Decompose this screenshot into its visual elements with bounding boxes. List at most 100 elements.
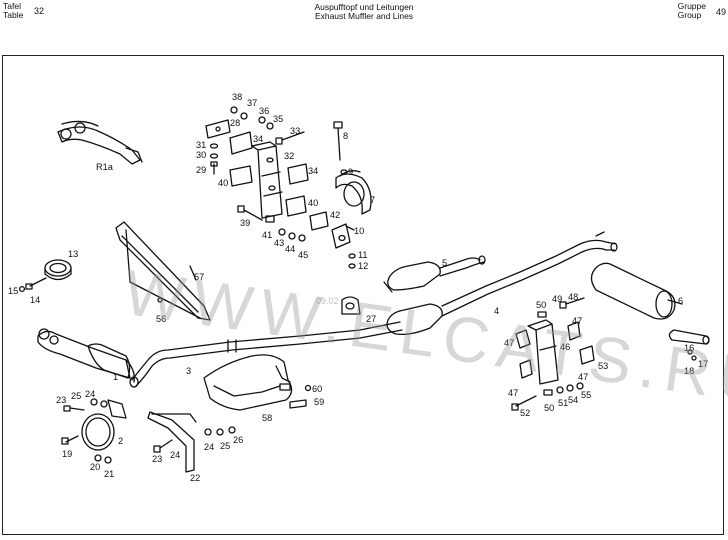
bolt-57 [189,265,197,281]
label-3: 3 [186,366,191,376]
bracket-22 [147,411,236,473]
label-23a: 23 [56,395,66,405]
label-47c: 47 [578,372,588,382]
label-10: 10 [354,226,364,236]
label-11: 11 [358,250,368,260]
label-25a: 25 [71,391,81,401]
clamp-2 [61,398,127,464]
label-8: 8 [343,131,348,141]
label-43: 43 [274,238,284,248]
title-german: Auspufftopf und Leitungen [314,2,414,12]
washers-29-31 [209,143,219,175]
gasket-ring-13 [44,259,72,281]
label-20: 20 [90,462,100,472]
label-50b: 50 [544,403,554,413]
label-24c: 24 [204,442,214,452]
label-21: 21 [104,469,114,479]
label-18: 18 [684,366,694,376]
front-pipe-1 [37,328,135,383]
muffler-pipe-4 [386,231,618,336]
label-28: 28 [230,118,240,128]
bolt-14 [18,277,47,293]
bracket-46 [515,319,595,385]
label-r1a: R1a [96,162,114,172]
label-60: 60 [312,384,322,394]
label-26: 26 [233,435,243,445]
label-36: 36 [259,106,269,116]
washers-36-38 [230,106,274,130]
plate-34a [229,131,253,155]
label-35: 35 [273,114,283,124]
label-34a: 34 [253,134,263,144]
label-54: 54 [568,395,578,405]
label-48: 48 [568,292,578,302]
label-38: 38 [232,92,242,102]
label-24a: 24 [85,389,95,399]
label-41: 41 [262,230,272,240]
tailpipe-16 [668,329,710,345]
label-49: 49 [552,294,562,304]
label-51: 51 [558,398,568,408]
label-6: 6 [678,296,683,306]
label-34b: 34 [308,166,318,176]
pipe-r1a [57,120,143,165]
clip-17 [687,349,697,361]
label-31: 31 [196,140,206,150]
label-47d: 47 [508,388,518,398]
label-58: 58 [262,413,272,423]
bracket-56 [115,221,211,321]
watermark-small: 09.02 [316,296,339,306]
label-19: 19 [62,449,72,459]
muffler-clamp-7 [335,170,372,215]
plate-42 [309,211,329,231]
rear-muffler-6 [590,262,683,320]
label-4: 4 [494,306,499,316]
plate-28 [205,119,231,139]
label-47b: 47 [504,338,514,348]
label-55: 55 [581,390,591,400]
label-37: 37 [247,98,257,108]
label-23b: 23 [152,454,162,464]
label-22: 22 [190,473,200,483]
hanger-27 [341,296,361,315]
label-44: 44 [285,244,295,254]
label-17: 17 [698,359,708,369]
label-14: 14 [30,295,40,305]
part-labels: 38 37 36 28 35 33 34 31 30 29 32 34 40 8… [8,92,708,483]
label-40b: 40 [308,198,318,208]
label-2: 2 [118,436,123,446]
header-right: Gruppe Group [678,2,706,20]
plate-34b [287,163,309,185]
bolt-8 [333,121,343,161]
label-27: 27 [366,314,376,324]
label-33: 33 [290,126,300,136]
bolt-52 [511,382,584,411]
group-number: 49 [715,7,726,17]
bolt-33 [281,131,305,141]
nuts-9-11-12 [340,169,356,269]
label-50a: 50 [536,300,546,310]
heat-shield-58 [203,354,293,411]
middle-muffler-5 [383,255,486,293]
label-59: 59 [314,397,324,407]
label-47a: 47 [572,316,582,326]
plate-40a [229,165,253,187]
label-1: 1 [113,372,118,382]
label-53: 53 [598,361,608,371]
label-32: 32 [284,151,294,161]
label-7: 7 [370,195,375,205]
title-english: Exhaust Muffler and Lines [314,11,414,21]
gruppe-label: Gruppe [677,1,706,11]
label-46: 46 [560,342,570,352]
label-9: 9 [348,167,353,177]
label-52: 52 [520,408,530,418]
group-label: Group [677,10,702,20]
label-30: 30 [196,150,206,160]
tafel-label: Tafel [3,1,21,11]
label-5: 5 [442,258,447,268]
label-24b: 24 [170,450,180,460]
diagram-frame [2,55,724,535]
plate-40b [285,195,307,217]
label-15: 15 [8,286,18,296]
